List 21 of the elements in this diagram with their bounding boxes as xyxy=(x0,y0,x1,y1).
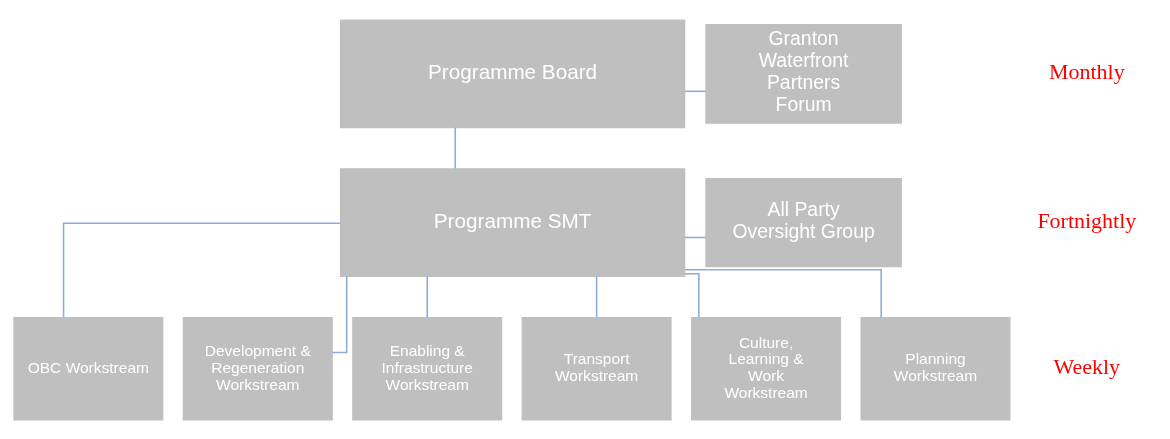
connector xyxy=(454,126,456,169)
connector xyxy=(426,275,428,318)
node-box: Culture, Learning & Work Workstream xyxy=(691,316,842,420)
node-box: Programme SMT xyxy=(339,167,686,277)
label: Weekly xyxy=(1053,353,1121,379)
connector xyxy=(684,272,700,318)
node-box: Enabling & Infrastructure Workstream xyxy=(352,316,503,420)
label: Fortnightly xyxy=(1037,207,1137,233)
node-box: OBC Workstream xyxy=(13,316,164,420)
connector xyxy=(62,221,342,318)
node-box: Transport Workstream xyxy=(521,316,672,420)
node-box: Granton Waterfront Partners Forum xyxy=(705,23,902,124)
node-box: Programme Board xyxy=(339,19,686,128)
connector xyxy=(684,236,707,238)
label: Monthly xyxy=(1048,58,1125,84)
node-box: Planning Workstream xyxy=(860,316,1011,420)
connector xyxy=(595,275,598,318)
node-box: All Party Oversight Group xyxy=(705,177,902,267)
connector xyxy=(684,268,882,318)
connector xyxy=(684,90,707,92)
node-box: Development & Regeneration Workstream xyxy=(182,316,333,420)
